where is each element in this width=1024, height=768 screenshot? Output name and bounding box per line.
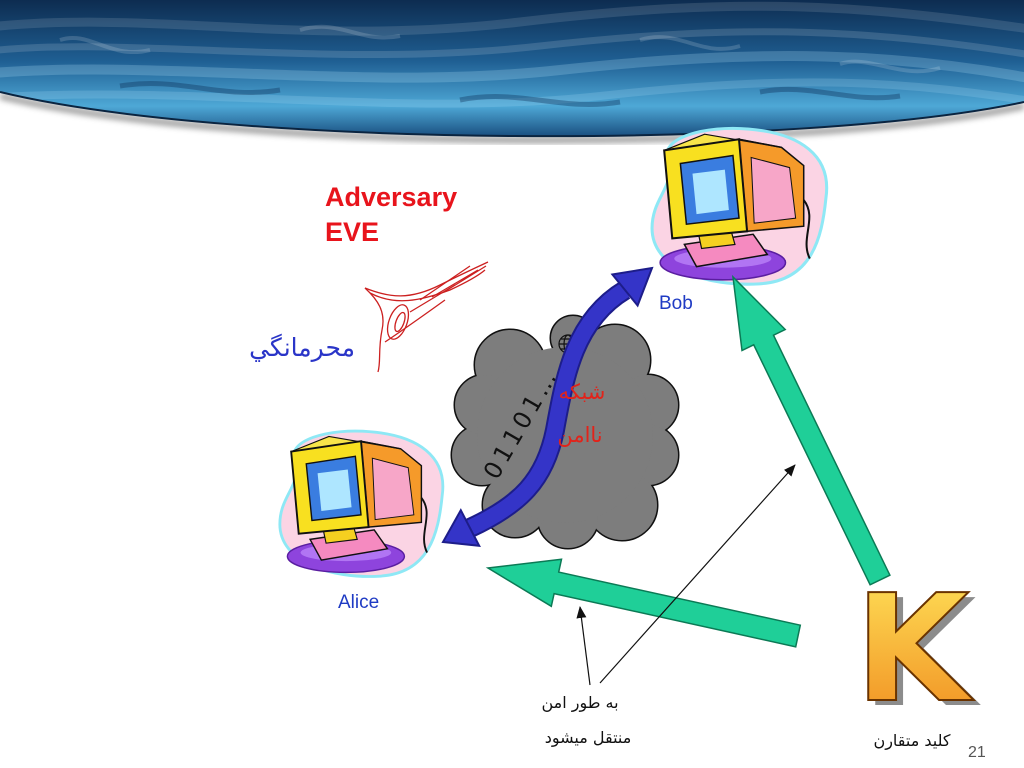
- header-edge: [0, 91, 1024, 138]
- eve-title-line1: Adversary: [325, 182, 457, 212]
- sketch-line: [384, 299, 446, 343]
- key-letter: K: [855, 563, 975, 735]
- network-label-line2: ناامن: [557, 423, 602, 447]
- sketch-eye-outer: [386, 304, 410, 340]
- sketch-line: [364, 287, 384, 373]
- slide-number: 21: [968, 744, 986, 761]
- double-arrow-icon: [441, 266, 654, 547]
- channel-arrowhead-bob: [610, 266, 654, 308]
- header-background: [0, 0, 1024, 137]
- channel-arrowhead-alice: [441, 508, 481, 547]
- sketch-eye-inner: [394, 311, 406, 333]
- alice-computer-icon: [278, 429, 445, 578]
- eve-title-line2: EVE: [325, 217, 379, 247]
- header-wave: [0, 51, 1024, 87]
- sketch-line: [364, 261, 489, 297]
- key-to-bob-arrow: [731, 274, 891, 586]
- header-shadow: [0, 92, 1024, 144]
- confidentiality-label: محرمانگي: [249, 333, 355, 362]
- header-ripples-dark: [119, 81, 901, 107]
- header-wave: [0, 1, 1024, 37]
- pointer-arrow-alice: [576, 606, 591, 686]
- header-wave: [0, 28, 1024, 62]
- header-texture: [0, 1, 1024, 108]
- network-label-line1: شبکه: [559, 380, 606, 404]
- bob-label: Bob: [659, 293, 693, 314]
- cloud-core-fill: [477, 347, 653, 523]
- secure-delivery-line2: منتقل ميشود: [545, 728, 632, 748]
- channel-arrow-body: [466, 283, 630, 536]
- sketch-hatching: [409, 265, 487, 313]
- symmetric-key-label: كليد متقارن: [873, 731, 950, 751]
- header-banner: [0, 0, 1024, 144]
- header-wave: [0, 78, 1024, 108]
- sketch-line: [369, 269, 486, 302]
- header-ripples: [59, 24, 941, 74]
- key-to-alice-arrow: [485, 558, 802, 648]
- key-letter-shadow: K: [862, 568, 982, 740]
- alice-label: Alice: [338, 592, 379, 613]
- secure-delivery-line1: به طور امن: [541, 693, 618, 713]
- bob-computer-icon: [650, 126, 829, 286]
- cloud-icon: [450, 314, 680, 550]
- eavesdropper-sketch-icon: [364, 261, 489, 373]
- pointer-arrow-bob: [599, 464, 796, 684]
